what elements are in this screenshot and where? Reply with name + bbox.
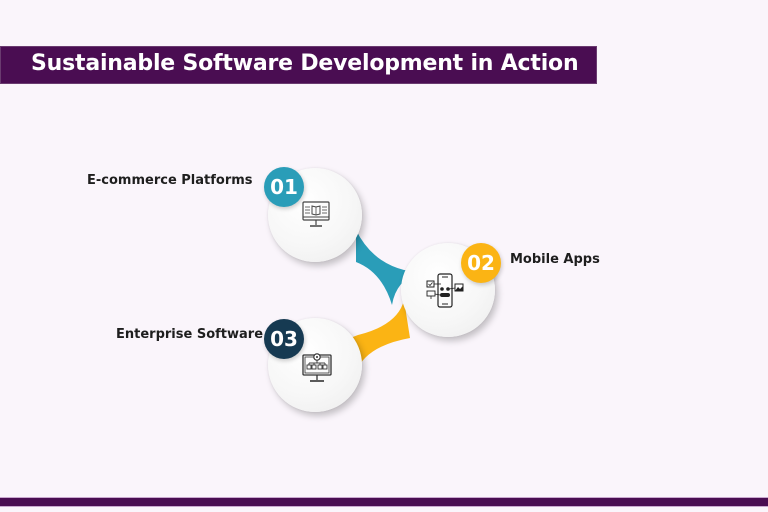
step-number-3: 03 [270, 327, 298, 351]
footer-bar [0, 497, 768, 507]
monitor-book-icon [302, 201, 330, 227]
teal-connector [356, 230, 420, 305]
step-badge-2: 02 [461, 243, 501, 283]
mobile-app-flow-icon [426, 273, 464, 308]
amber-connector [345, 300, 410, 372]
step-label-3: Enterprise Software [116, 327, 264, 342]
step-number-1: 01 [270, 175, 298, 199]
step-label-2: Mobile Apps [510, 252, 600, 267]
monitor-hierarchy-gear-icon [302, 353, 332, 382]
step-badge-1: 01 [264, 167, 304, 207]
step-number-2: 02 [467, 251, 495, 275]
title-banner: Sustainable Software Development in Acti… [0, 46, 597, 84]
step-badge-3: 03 [264, 319, 304, 359]
page-title: Sustainable Software Development in Acti… [31, 51, 579, 76]
step-label-1: E-commerce Platforms [87, 173, 253, 188]
